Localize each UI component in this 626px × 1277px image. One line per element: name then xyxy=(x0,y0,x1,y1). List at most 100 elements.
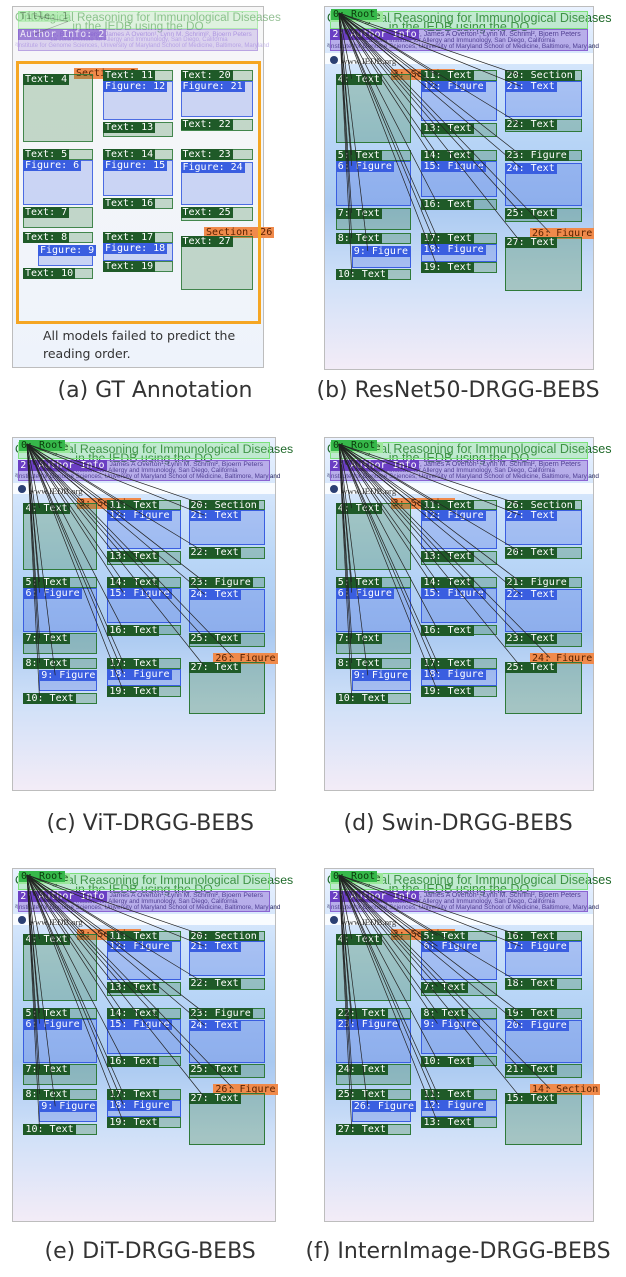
region-label: 21: Text xyxy=(504,1064,557,1076)
poster-authors: Randi Vita¹, Bjoern Peters¹, James A Ove… xyxy=(337,892,581,900)
relation-arrow xyxy=(26,443,205,553)
relation-arrow xyxy=(26,874,124,1123)
region-label: 26: Figure xyxy=(213,652,278,664)
region-label: 16: Text xyxy=(107,1055,160,1067)
region-label: 10: Text xyxy=(335,269,388,281)
region-label: Text: 13 xyxy=(103,122,156,134)
region-label: 27: Text xyxy=(335,1124,388,1136)
poster-title-line2: in the IEDB using the DO xyxy=(388,20,530,35)
region-label: 6: Figure xyxy=(23,587,82,599)
region-text xyxy=(335,934,411,1001)
region-label: 7: Text xyxy=(23,633,70,645)
relation-arrow xyxy=(26,874,56,1107)
relation-arrow xyxy=(338,443,521,639)
region-label: 16: Text xyxy=(421,624,474,636)
region-label: 17: Text xyxy=(107,1089,160,1100)
region-label: 15: Text xyxy=(504,1092,557,1104)
relation-arrow xyxy=(338,443,353,509)
relation-arrow xyxy=(338,12,521,168)
region-label: Text: 8 xyxy=(23,232,70,243)
relation-arrow xyxy=(338,12,438,129)
poster-authors: Randi Vita¹, Bjoern Peters¹, James A Ove… xyxy=(24,30,252,38)
region-label: 21: Text xyxy=(188,510,241,522)
panel-caption: (d) Swin-DRGG-BEBS xyxy=(343,811,573,836)
relation-arrow xyxy=(338,874,521,984)
region-label: 15: Figure xyxy=(107,587,172,599)
root-label: 0: Root xyxy=(331,440,378,451)
relation-arrow xyxy=(26,874,124,1024)
relation-arrow xyxy=(338,443,438,630)
relation-arrows xyxy=(33,15,69,35)
region-label: Figure: 15 xyxy=(103,160,168,171)
panel-caption: (c) ViT-DRGG-BEBS xyxy=(46,811,254,836)
region-label: 5: Text xyxy=(335,149,382,161)
region-label: 5: Text xyxy=(23,1008,70,1020)
relation-arrow xyxy=(338,12,438,156)
relation-arrow xyxy=(26,443,205,595)
relation-arrow xyxy=(26,443,40,509)
region-label: 24: Text xyxy=(188,1020,241,1032)
region-label: Figure: 24 xyxy=(180,161,245,173)
relation-arrow xyxy=(338,874,438,1105)
region-label: 12: Figure xyxy=(107,941,172,953)
region-label: 26: Figure xyxy=(351,1101,417,1113)
relation-arrow xyxy=(338,874,438,1014)
region-label: 24: Figure xyxy=(530,652,595,664)
region-label: 15: Figure xyxy=(421,160,486,172)
region-label: Text: 4 xyxy=(23,73,70,85)
region-label: 13: Text xyxy=(107,981,160,993)
region-label: 13: Text xyxy=(421,1117,474,1129)
relation-arrow xyxy=(26,443,124,583)
region-label: 16: Text xyxy=(421,198,474,210)
region-label: Text: 19 xyxy=(103,260,156,272)
relation-arrow xyxy=(338,443,521,583)
region-label: 22: Text xyxy=(504,119,557,131)
relation-arrow xyxy=(338,874,438,1024)
poster-header-band xyxy=(325,914,593,925)
region-label: 4: Text xyxy=(335,73,382,85)
region-label: 27: Text xyxy=(188,1092,241,1104)
relation-arrow xyxy=(338,443,438,664)
relation-arrow xyxy=(26,874,205,947)
region-label: Title: 1 xyxy=(18,10,71,22)
region-label: 21: Figure xyxy=(504,577,569,589)
region-label: 19: Text xyxy=(107,1117,160,1129)
relation-arrow xyxy=(338,443,438,593)
region-label: 14: Text xyxy=(421,577,474,589)
relation-arrow xyxy=(26,874,124,947)
region-label: 11: Text xyxy=(421,70,474,82)
relation-arrow xyxy=(26,443,56,676)
panel-caption: (f) InternImage-DRGG-BEBS xyxy=(305,1239,611,1264)
relation-arrow xyxy=(338,12,521,76)
relation-arrow xyxy=(338,12,438,167)
relation-arrow xyxy=(338,443,521,667)
poster-header-band xyxy=(13,914,275,925)
relation-arrow xyxy=(26,874,205,1098)
relation-arrow xyxy=(338,443,551,658)
region-label: 24: Text xyxy=(504,162,557,174)
region-label: 9: Figure xyxy=(39,670,98,682)
panel-caption: (b) ResNet50-DRGG-BEBS xyxy=(316,378,600,403)
panel-caption: (a) GT Annotation xyxy=(57,378,253,403)
poster-title-line2: in the IEDB using the DO xyxy=(75,881,213,896)
relation-arrow xyxy=(26,874,124,987)
region-label: Figure: 18 xyxy=(103,242,168,254)
relation-arrow xyxy=(338,443,521,516)
region-label: 16: Text xyxy=(107,624,160,636)
region-label: 8: Text xyxy=(335,233,382,245)
poster-url: www.IEDB.org xyxy=(341,485,397,496)
region-label: 11: Text xyxy=(107,499,160,511)
region-label: 8: Text xyxy=(23,1089,70,1100)
relation-arrow xyxy=(26,443,205,505)
relation-arrow xyxy=(338,874,438,947)
region-label: 10: Text xyxy=(335,693,388,705)
region-label: 17: Text xyxy=(107,658,160,669)
relation-arrow xyxy=(26,443,124,556)
relation-arrow xyxy=(338,12,521,243)
poster-thumbnail: Ontological Reasoning for Immunological … xyxy=(324,437,612,791)
region-label: 7: Text xyxy=(335,207,382,219)
region-label: Text: 5 xyxy=(23,149,70,161)
relation-arrow xyxy=(26,443,205,667)
relation-arrow xyxy=(338,874,353,940)
root-label: 0: Root xyxy=(19,871,66,882)
